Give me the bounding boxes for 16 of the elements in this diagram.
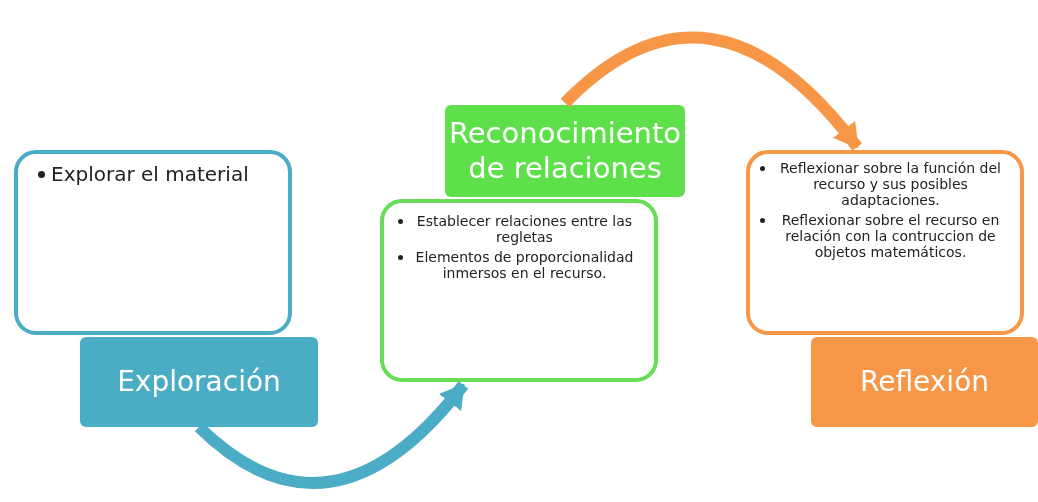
stage-title-box xyxy=(445,105,685,197)
bullet-text: Explorar el material xyxy=(51,162,250,186)
stage-title: Exploración xyxy=(117,365,281,399)
stage-card xyxy=(380,199,658,382)
stage-title-box xyxy=(811,337,1038,427)
curved-arrow xyxy=(560,31,862,151)
bullet-text: Reflexionar sobre el recurso en relación con la contruccion de objetos matemáticos. xyxy=(780,212,1001,260)
stage-title: Reflexión xyxy=(860,365,989,399)
bullet-text: Establecer relaciones entre las regletas xyxy=(415,213,634,245)
stage-title: Reconocimiento de relaciones xyxy=(447,116,683,186)
stage-card xyxy=(14,150,292,335)
curved-arrow xyxy=(195,381,469,489)
bullet-text: Elementos de proporcionalidad inmersos en el recurso. xyxy=(414,249,635,281)
bullet-text: Reflexionar sobre la función del recurso y sus posibles adaptaciones. xyxy=(779,160,1002,208)
stage-card xyxy=(746,150,1024,335)
stage-title-box xyxy=(80,337,318,427)
